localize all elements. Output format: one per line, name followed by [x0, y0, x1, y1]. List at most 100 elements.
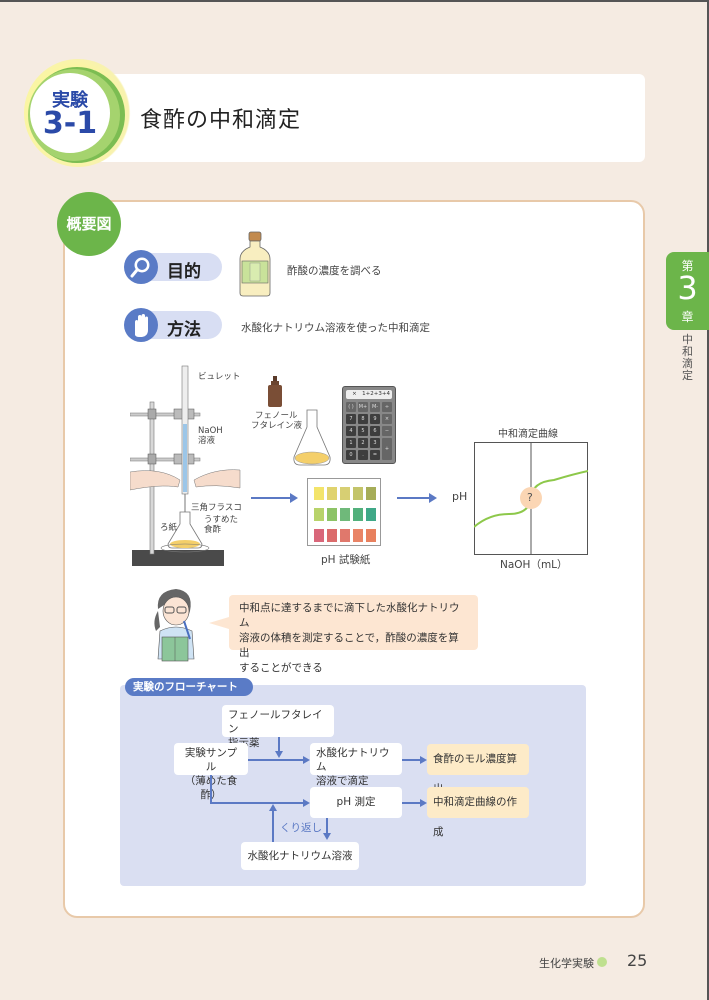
- ph-paper-caption: pH 試験紙: [321, 554, 371, 566]
- titration-apparatus-illustration: [129, 362, 250, 572]
- chapter-number: 3: [677, 269, 698, 307]
- purpose-label: 目的: [167, 262, 201, 282]
- connector: [402, 759, 420, 761]
- calculator-display: × 1+2+3+4: [346, 390, 392, 399]
- connector: [210, 802, 303, 804]
- calculator-key: 0: [346, 450, 356, 460]
- curve-xlabel: NaOH（mL）: [500, 559, 568, 571]
- arrow-down-icon: [275, 751, 283, 758]
- speech-line-2: 溶液の体積を測定することで，酢酸の濃度を算出: [239, 632, 459, 659]
- chapter-subtitle-char: 定: [682, 369, 693, 382]
- calculator-key: 7: [346, 414, 356, 424]
- calculator-key: 5: [358, 426, 368, 436]
- calculator-key: .: [358, 450, 368, 460]
- ph-color-swatch: [353, 529, 363, 542]
- connector: [402, 802, 420, 804]
- calculator-key: =: [370, 450, 380, 460]
- arrow-right-icon: [420, 756, 427, 764]
- connector: [326, 818, 328, 834]
- ph-color-swatch: [353, 487, 363, 500]
- speech-bubble-tail: [209, 617, 229, 629]
- calculator-key: 4: [346, 426, 356, 436]
- ph-color-swatch: [314, 508, 324, 521]
- flow-result-curve: 中和滴定曲線の作成: [427, 787, 529, 838]
- badge-number: 3-1: [42, 106, 98, 141]
- flask-label: 三角フラスコ: [191, 503, 242, 513]
- arrow-line: [251, 497, 291, 499]
- chapter-subtitle-char: 和: [682, 345, 693, 358]
- arrow-right-icon: [290, 493, 298, 503]
- calculator-key: −: [382, 426, 392, 436]
- arrow-up-icon: [269, 804, 277, 811]
- curve-ylabel: pH: [452, 490, 468, 503]
- flow-box-titrate: 水酸化ナトリウム 溶液で滴定: [310, 743, 402, 787]
- indicator-bottle-icon: [267, 376, 283, 408]
- calculator-key: 9: [370, 414, 380, 424]
- calculator-key: 2: [358, 438, 368, 448]
- experiment-badge: 実験 3-1: [24, 59, 132, 167]
- chapter-tab[interactable]: 第 3 章: [666, 252, 709, 330]
- flask-icon: [292, 409, 332, 467]
- ph-color-swatch: [353, 508, 363, 521]
- arrow-right-icon: [429, 493, 437, 503]
- burette-label: ビュレット: [198, 372, 241, 382]
- flow-box-naoh-solution: 水酸化ナトリウム溶液: [241, 842, 359, 870]
- footer-dot-icon: [597, 957, 607, 967]
- ph-color-swatch: [314, 529, 324, 542]
- hand-icon: [124, 308, 158, 342]
- ph-color-swatch: [340, 529, 350, 542]
- speech-line-3: することができる: [239, 662, 323, 674]
- flowchart-title: 実験のフローチャート: [125, 678, 253, 696]
- equivalence-point-marker: ?: [527, 491, 533, 504]
- ph-color-swatch: [366, 487, 376, 500]
- connector: [210, 775, 212, 803]
- titration-curve-chart: [473, 442, 589, 555]
- curve-title: 中和滴定曲線: [498, 429, 558, 440]
- ph-color-swatch: [314, 487, 324, 500]
- diluted-vinegar-label-2: 食酢: [204, 525, 222, 535]
- ph-color-swatch: [340, 487, 350, 500]
- arrow-right-icon: [303, 756, 310, 764]
- flow-result-molarity: 食酢のモル濃度算出: [427, 744, 529, 795]
- calculator-key: M-: [370, 402, 380, 412]
- vinegar-bottle-icon: [238, 231, 272, 297]
- filter-paper-label: ろ紙: [160, 523, 178, 533]
- connector: [278, 737, 280, 752]
- title-bar: [95, 74, 645, 162]
- arrow-right-icon: [420, 799, 427, 807]
- chapter-subtitle-char: 滴: [682, 357, 693, 370]
- ph-color-swatch: [366, 508, 376, 521]
- arrow-right-icon: [303, 799, 310, 807]
- chapter-prefix: 第: [681, 259, 694, 273]
- page-title: 食酢の中和滴定: [140, 108, 302, 133]
- chapter-subtitle: 中和滴定: [666, 334, 709, 382]
- flow-repeat-label: くり返し: [280, 822, 322, 834]
- purpose-text: 酢酸の濃度を調べる: [287, 265, 382, 277]
- speech-line-1: 中和点に達するまでに滴下した水酸化ナトリウム: [239, 602, 460, 629]
- calculator-key: M+: [358, 402, 368, 412]
- page-number: 25: [627, 951, 648, 970]
- calculator-key: ( ): [346, 402, 356, 412]
- flow-box-indicator: フェノールフタレイン 指示薬: [222, 705, 334, 749]
- calculator-key: ÷: [382, 402, 392, 412]
- speech-bubble: 中和点に達するまでに滴下した水酸化ナトリウム 溶液の体積を測定することで，酢酸の…: [229, 595, 478, 674]
- calculator-key: 6: [370, 426, 380, 436]
- overview-badge: 概要図: [57, 192, 121, 256]
- naoh-label-2: 溶液: [198, 436, 216, 446]
- naoh-label-1: NaOH: [198, 426, 223, 436]
- connector: [248, 759, 303, 761]
- ph-color-swatch: [327, 529, 337, 542]
- indicator-line-1: フェノールフタレイン: [228, 709, 323, 735]
- connector: [272, 810, 274, 842]
- calculator-key: 3: [370, 438, 380, 448]
- ph-color-swatch: [327, 508, 337, 521]
- ph-color-swatch: [327, 487, 337, 500]
- phenol-label-2: フタレイン液: [251, 421, 303, 431]
- calculator-key: ×: [382, 414, 392, 424]
- diluted-vinegar-label-1: うすめた: [204, 515, 239, 525]
- ph-color-swatch: [366, 529, 376, 542]
- calculator-key: +: [382, 438, 392, 460]
- phenol-label-1: フェノール: [255, 411, 298, 421]
- titrate-line-2: 溶液で滴定: [316, 775, 369, 787]
